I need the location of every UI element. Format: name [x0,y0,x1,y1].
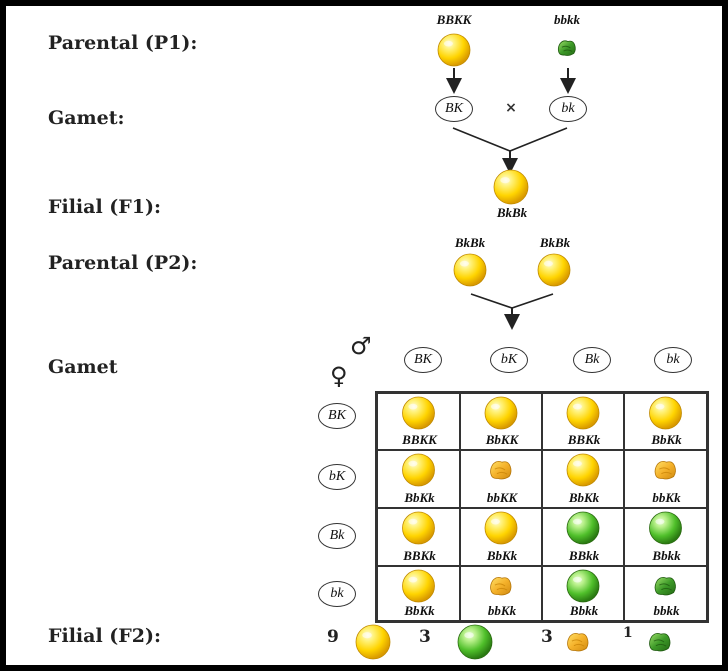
female-gamete-3: Bk [318,523,356,549]
punnett-cell: BbKk [377,450,460,508]
punnett-seed-green-wrinkled [654,576,676,596]
p1-left-genotype: BBKK [436,12,472,27]
punnett-cell-genotype: BbKK [485,432,519,447]
p2-right-genotype: BkBk [539,235,571,250]
punnett-cell-genotype: BBKK [402,432,437,447]
ratio-seed-yellow-round [355,624,391,660]
label-gamete-2: Gamet [48,356,118,378]
label-parental-p2: Parental (P2): [48,252,198,274]
punnett-cell: BbKk [624,393,707,450]
male-gamete-2: bK [490,347,528,373]
punnett-seed-yellow-round [402,453,435,487]
punnett-seed-green-round [566,569,600,603]
punnett-seed-green-round [649,511,682,545]
punnett-cell-genotype: BbKk [404,490,435,505]
punnett-cell: BBKk [542,393,624,450]
punnett-cell-genotype: Bbkk [569,603,599,618]
cross-sign: × [505,100,517,116]
punnett-cell-genotype: bbkk [653,603,680,618]
female-gamete-1: BK [318,403,356,429]
p2-left-genotype: BkBk [454,235,486,250]
converge-lines-p2 [470,293,554,309]
ratio-seed-green-round [457,624,493,660]
seed-p2-right [537,253,571,287]
punnett-seed-yellow-round [402,569,435,603]
converge-lines-f1 [452,127,568,152]
seed-p1-green-wrinkled [557,40,576,56]
punnett-cell: BbKk [377,566,460,621]
punnett-cell-genotype: BbKk [486,548,518,563]
gamete-p1-left: BK [435,96,473,122]
punnett-seed-yellow-round [402,511,435,545]
punnett-cell: BbKK [460,393,542,450]
ratio-seed-green-wrinkled [649,632,671,652]
label-gamete-1: Gamet: [48,107,125,129]
punnett-cell: BbKk [460,508,542,566]
gamete-p1-right: bk [549,96,587,122]
punnett-cell: BBKk [377,508,460,566]
seed-p2-left [453,253,487,287]
punnett-cell-genotype: Bbkk [652,548,681,563]
seed-f1-yellow-round [493,169,529,205]
punnett-cell: Bbkk [624,508,707,566]
punnett-seed-yellow-wrinkled [490,576,512,596]
punnett-cell-genotype: BBKk [403,548,436,563]
ratio-count-green-round: 3 [419,627,431,647]
f1-genotype: BkBk [496,205,528,220]
punnett-seed-green-round [566,511,600,545]
punnett-cell: bbkk [624,566,707,621]
punnett-cell: bbKk [624,450,707,508]
female-symbol: ♀ [330,362,348,390]
seed-p1-yellow-round [437,33,471,67]
punnett-seed-yellow-round [484,511,518,545]
punnett-cell: BBKK [377,393,460,450]
male-gamete-4: bk [654,347,692,373]
male-symbol: ♂ [350,332,372,360]
punnett-cell-genotype: BbKk [404,603,435,618]
punnett-seed-yellow-round [566,453,600,487]
punnett-seed-yellow-round [402,396,435,430]
label-parental-p1: Parental (P1): [48,32,198,54]
punnett-seed-yellow-round [566,396,600,430]
punnett-cell-genotype: bbKK [486,490,518,505]
punnett-cell-genotype: bbKk [652,490,681,505]
punnett-seed-yellow-wrinkled [490,460,512,480]
punnett-cell-genotype: BBkk [568,548,600,563]
p1-right-genotype: bbkk [554,12,580,27]
punnett-seed-yellow-round [649,396,682,430]
male-gamete-1: BK [404,347,442,373]
ratio-count-yellow-wrinkled: 3 [541,627,553,647]
punnett-cell-genotype: bbKk [487,603,517,618]
ratio-count-yellow-round: 9 [327,627,339,647]
female-gamete-4: bk [318,581,356,607]
female-gamete-2: bK [318,464,356,490]
diagram-frame: Parental (P1): Gamet: Filial (F1): Paren… [6,6,722,665]
punnett-cell-genotype: BBKk [567,432,601,447]
punnett-cell: bbKk [460,566,542,621]
punnett-cell-genotype: BbKk [651,432,682,447]
punnett-seed-yellow-round [484,396,518,430]
ratio-seed-yellow-wrinkled [567,632,589,652]
punnett-cell: bbKK [460,450,542,508]
punnett-cell-genotype: BbKk [568,490,600,505]
punnett-cell: BbKk [542,450,624,508]
punnett-cell: Bbkk [542,566,624,621]
ratio-count-green-wrinkled: 1 [623,625,633,641]
label-filial-f1: Filial (F1): [48,196,161,218]
punnett-cell: BBkk [542,508,624,566]
diagram-art [355,33,682,660]
punnett-seed-yellow-wrinkled [654,460,676,480]
label-filial-f2: Filial (F2): [48,625,161,647]
male-gamete-3: Bk [573,347,611,373]
